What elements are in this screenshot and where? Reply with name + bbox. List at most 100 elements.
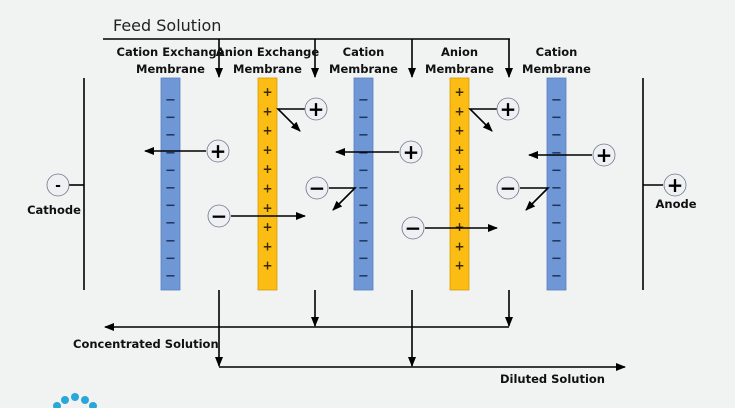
membrane-label: Anion Exchange [216, 45, 320, 59]
membrane-charge: − [551, 269, 562, 284]
membrane-charge: − [551, 251, 562, 266]
ion-arrows [144, 108, 592, 232]
membrane-charge: − [358, 93, 369, 108]
concentrated-solution-label: Concentrated Solution [73, 337, 219, 351]
membrane-charge: − [358, 216, 369, 231]
svg-text:+: + [403, 140, 420, 164]
membrane-charge: − [165, 269, 176, 284]
membrane-label: Membrane [522, 62, 591, 76]
membrane-charge: + [262, 85, 272, 99]
cation-ion: + [206, 139, 230, 163]
membrane-charge: − [551, 128, 562, 143]
membrane-charge: − [358, 234, 369, 249]
svg-text:+: + [500, 97, 517, 121]
membrane-label: Membrane [233, 62, 302, 76]
membrane-charge: + [262, 143, 272, 157]
membrane-charge: + [454, 85, 464, 99]
svg-text:+: + [210, 139, 227, 163]
membrane-label: Membrane [329, 62, 398, 76]
membrane-charge: − [358, 181, 369, 196]
anion-ion: − [401, 216, 425, 240]
svg-text:−: − [309, 176, 326, 200]
svg-text:−: − [211, 204, 228, 228]
membrane-charge: + [454, 124, 464, 138]
membrane-label: Anion [441, 45, 478, 59]
membrane-charge: − [551, 111, 562, 126]
membrane-label: Cation [343, 45, 385, 59]
membrane-label: Cation [536, 45, 578, 59]
anode-terminal: + [663, 173, 687, 197]
cathode-label: Cathode [27, 203, 81, 217]
membrane-charge: − [165, 93, 176, 108]
membrane-charge: − [358, 163, 369, 178]
membrane-charge: + [262, 124, 272, 138]
membrane-charge: − [358, 269, 369, 284]
membrane-charge: − [358, 128, 369, 143]
membrane-charge: − [551, 199, 562, 214]
membrane-charge: + [454, 104, 464, 118]
feed-solution-title: Feed Solution [113, 16, 221, 35]
membrane-charge: + [262, 220, 272, 234]
svg-text:−: − [500, 176, 517, 200]
membrane-charge: + [262, 201, 272, 215]
membrane-charge: − [551, 146, 562, 161]
membrane-charge: − [165, 128, 176, 143]
diluted-lines [215, 290, 626, 371]
membrane-charge: − [551, 234, 562, 249]
membrane-charge: − [165, 199, 176, 214]
diluted-solution-label: Diluted Solution [500, 372, 605, 386]
membrane-charge: − [165, 216, 176, 231]
membrane-charge: + [454, 259, 464, 273]
membrane-charge: − [165, 181, 176, 196]
anion-ion: − [496, 176, 520, 200]
membrane-charge: − [358, 111, 369, 126]
membrane-label: Membrane [136, 62, 205, 76]
logo-icon [53, 393, 97, 408]
membrane-charge: + [454, 239, 464, 253]
membrane-charge: + [454, 182, 464, 196]
membrane-charge: + [454, 201, 464, 215]
svg-text:−: − [405, 216, 422, 240]
concentrated-lines [104, 290, 513, 331]
membrane-charge: + [262, 104, 272, 118]
membrane-charge: + [454, 220, 464, 234]
membrane-charge: − [165, 111, 176, 126]
feed-lines [103, 38, 513, 78]
membrane-charge: − [165, 251, 176, 266]
membrane-charge: − [358, 146, 369, 161]
membrane-charge: + [262, 239, 272, 253]
membrane-label: Membrane [425, 62, 494, 76]
membrane-charge: − [551, 181, 562, 196]
svg-text:-: - [55, 178, 61, 194]
membrane-label: Cation Exchange [117, 45, 225, 59]
anode-label: Anode [655, 197, 696, 211]
cation-ion: + [399, 140, 423, 164]
svg-text:+: + [667, 173, 684, 197]
membrane-charge: − [551, 163, 562, 178]
anion-ion: − [207, 204, 231, 228]
membrane-charge: + [454, 162, 464, 176]
anion-ion: − [305, 176, 329, 200]
cathode-terminal: - [46, 173, 70, 197]
cation-ion: + [304, 97, 328, 121]
membrane-charge: − [165, 163, 176, 178]
membrane-charge: + [262, 182, 272, 196]
svg-text:+: + [596, 143, 613, 167]
membrane-charge: − [358, 251, 369, 266]
membrane-charge: + [262, 259, 272, 273]
membrane-charge: + [262, 162, 272, 176]
membrane-charge: + [454, 143, 464, 157]
membrane-charge: − [551, 93, 562, 108]
membrane-charge: − [165, 234, 176, 249]
membrane-charge: − [165, 146, 176, 161]
cation-ion: + [592, 143, 616, 167]
membrane-charge: − [551, 216, 562, 231]
svg-text:+: + [308, 97, 325, 121]
cation-ion: + [496, 97, 520, 121]
